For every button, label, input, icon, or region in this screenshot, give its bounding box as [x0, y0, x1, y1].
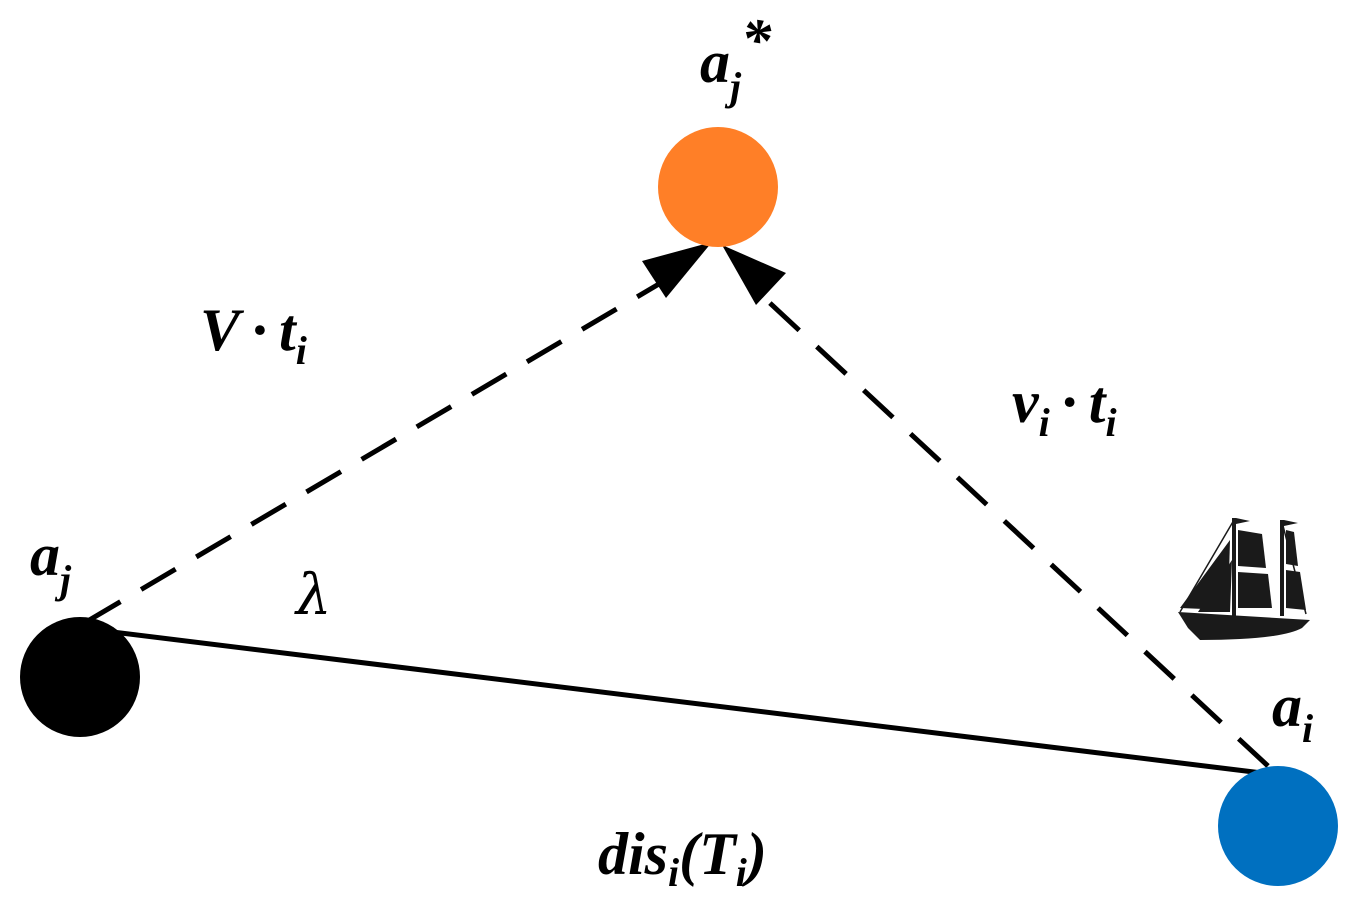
node-aj-circle — [20, 617, 140, 737]
edge-V-ti-dashed — [84, 278, 666, 625]
sailing-ship-icon — [1178, 518, 1310, 640]
edge-dis-label: disi(Ti) — [598, 821, 767, 895]
node-aj-star-label: aj* — [700, 7, 772, 109]
node-aj-label: aj — [30, 522, 72, 602]
angle-lambda-label: λ — [294, 563, 332, 628]
node-ai-circle — [1218, 766, 1338, 886]
edge-vi-ti-dashed — [756, 290, 1270, 768]
node-ai-label: ai — [1272, 673, 1313, 751]
node-aj-star-circle — [658, 127, 778, 247]
edge-dis-line — [79, 625, 1263, 776]
arrowhead-right — [722, 245, 786, 305]
arrowhead-left — [642, 242, 712, 298]
edge-V-ti-label: V·ti — [200, 297, 307, 373]
edge-vi-ti-label: vi·ti — [1012, 369, 1117, 445]
